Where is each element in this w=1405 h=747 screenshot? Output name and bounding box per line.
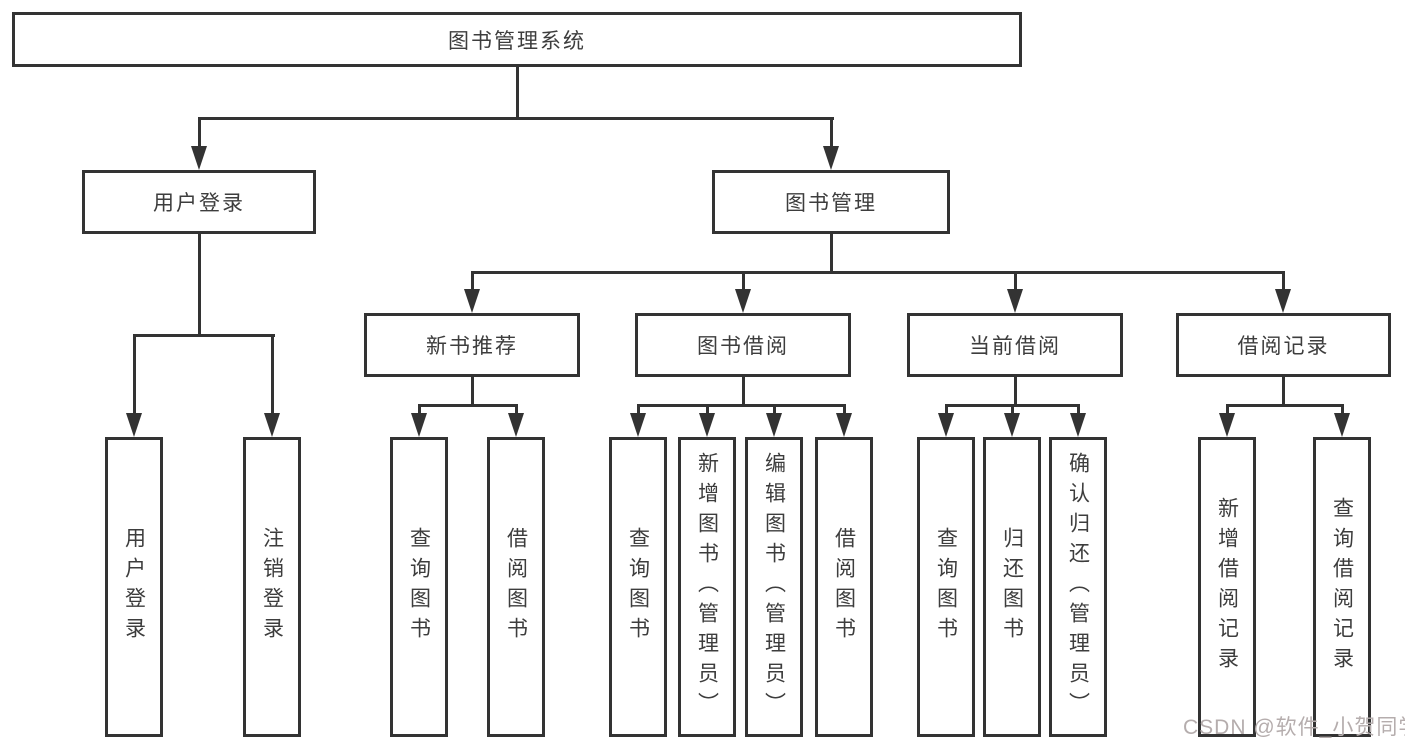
- node-root: 图书管理系统: [12, 12, 1022, 67]
- leaf-add-book-admin-label: 新增图书（管理员）: [695, 452, 719, 722]
- node-current-borrowing-label: 当前借阅: [969, 335, 1061, 358]
- leaf-return-book: 归还图书: [983, 437, 1041, 737]
- connector-line: [1281, 377, 1285, 407]
- leaf-query-books-1-label: 查询图书: [407, 527, 431, 647]
- connector-line: [417, 404, 518, 407]
- leaf-query-books-3-label: 查询图书: [934, 527, 958, 647]
- connector-line: [514, 404, 518, 416]
- connector-line: [842, 404, 846, 416]
- arrow-down-icon: [1275, 289, 1291, 313]
- leaf-query-books-3: 查询图书: [917, 437, 975, 737]
- node-user-login-branch: 用户登录: [82, 170, 316, 234]
- leaf-user-login-label: 用户登录: [122, 527, 146, 647]
- arrow-down-icon: [411, 413, 427, 437]
- node-new-book-recommend-label: 新书推荐: [426, 335, 518, 358]
- leaf-logout: 注销登录: [243, 437, 301, 737]
- connector-line: [470, 377, 474, 407]
- node-user-login-branch-label: 用户登录: [153, 192, 245, 215]
- connector-line: [1010, 404, 1014, 416]
- connector-line: [132, 334, 136, 416]
- connector-line: [197, 117, 834, 120]
- connector-line: [417, 404, 421, 416]
- node-root-label: 图书管理系统: [448, 29, 586, 53]
- connector-line: [705, 404, 709, 416]
- connector-line: [1013, 271, 1017, 293]
- leaf-query-books-2: 查询图书: [609, 437, 667, 737]
- node-book-management-branch: 图书管理: [712, 170, 950, 234]
- node-new-book-recommend: 新书推荐: [364, 313, 580, 377]
- arrow-down-icon: [126, 413, 142, 437]
- connector-line: [132, 334, 275, 337]
- leaf-query-books-1: 查询图书: [390, 437, 448, 737]
- connector-line: [197, 234, 201, 337]
- leaf-add-borrow-record-label: 新增借阅记录: [1215, 497, 1239, 677]
- connector-line: [636, 404, 640, 416]
- arrow-down-icon: [836, 413, 852, 437]
- connector-line: [944, 404, 948, 416]
- connector-line: [1225, 404, 1344, 407]
- arrow-down-icon: [938, 413, 954, 437]
- leaf-confirm-return-admin: 确认归还（管理员）: [1049, 437, 1107, 737]
- arrow-down-icon: [1219, 413, 1235, 437]
- arrow-down-icon: [630, 413, 646, 437]
- leaf-query-books-2-label: 查询图书: [626, 527, 650, 647]
- leaf-add-borrow-record: 新增借阅记录: [1198, 437, 1256, 737]
- arrow-down-icon: [699, 413, 715, 437]
- node-book-management-branch-label: 图书管理: [785, 192, 877, 215]
- arrow-down-icon: [264, 413, 280, 437]
- node-borrowing-records-label: 借阅记录: [1237, 335, 1330, 358]
- connector-line: [829, 117, 833, 149]
- arrow-down-icon: [735, 289, 751, 313]
- leaf-query-borrow-record-label: 查询借阅记录: [1330, 497, 1354, 677]
- leaf-borrow-books-2-label: 借阅图书: [832, 527, 856, 647]
- connector-line: [470, 271, 1285, 274]
- node-book-borrowing: 图书借阅: [635, 313, 851, 377]
- connector-line: [197, 117, 201, 149]
- arrow-down-icon: [1004, 413, 1020, 437]
- connector-line: [741, 377, 745, 407]
- leaf-borrow-books-1: 借阅图书: [487, 437, 545, 737]
- arrow-down-icon: [464, 289, 480, 313]
- leaf-query-borrow-record: 查询借阅记录: [1313, 437, 1371, 737]
- leaf-user-login: 用户登录: [105, 437, 163, 737]
- leaf-edit-book-admin-label: 编辑图书（管理员）: [762, 452, 786, 722]
- arrow-down-icon: [1334, 413, 1350, 437]
- leaf-logout-label: 注销登录: [260, 527, 284, 647]
- arrow-down-icon: [1070, 413, 1086, 437]
- leaf-return-book-label: 归还图书: [1000, 527, 1024, 647]
- node-book-borrowing-label: 图书借阅: [697, 335, 789, 358]
- connector-line: [1340, 404, 1344, 416]
- arrow-down-icon: [508, 413, 524, 437]
- arrow-down-icon: [191, 146, 207, 170]
- connector-line: [470, 271, 474, 293]
- leaf-borrow-books-1-label: 借阅图书: [504, 527, 528, 647]
- connector-line: [636, 404, 846, 407]
- connector-line: [1225, 404, 1229, 416]
- node-current-borrowing: 当前借阅: [907, 313, 1123, 377]
- node-borrowing-records: 借阅记录: [1176, 313, 1391, 377]
- leaf-add-book-admin: 新增图书（管理员）: [678, 437, 736, 737]
- connector-line: [515, 66, 519, 120]
- connector-line: [1013, 377, 1017, 407]
- leaf-borrow-books-2: 借阅图书: [815, 437, 873, 737]
- connector-line: [1076, 404, 1080, 416]
- connector-line: [1281, 271, 1285, 293]
- csdn-watermark: CSDN @软件_小贺同学: [1183, 716, 1405, 739]
- arrow-down-icon: [766, 413, 782, 437]
- connector-line: [741, 271, 745, 293]
- leaf-confirm-return-admin-label: 确认归还（管理员）: [1066, 452, 1090, 722]
- arrow-down-icon: [1007, 289, 1023, 313]
- connector-line: [270, 334, 274, 416]
- connector-line: [829, 234, 833, 274]
- connector-line: [772, 404, 776, 416]
- arrow-down-icon: [823, 146, 839, 170]
- leaf-edit-book-admin: 编辑图书（管理员）: [745, 437, 803, 737]
